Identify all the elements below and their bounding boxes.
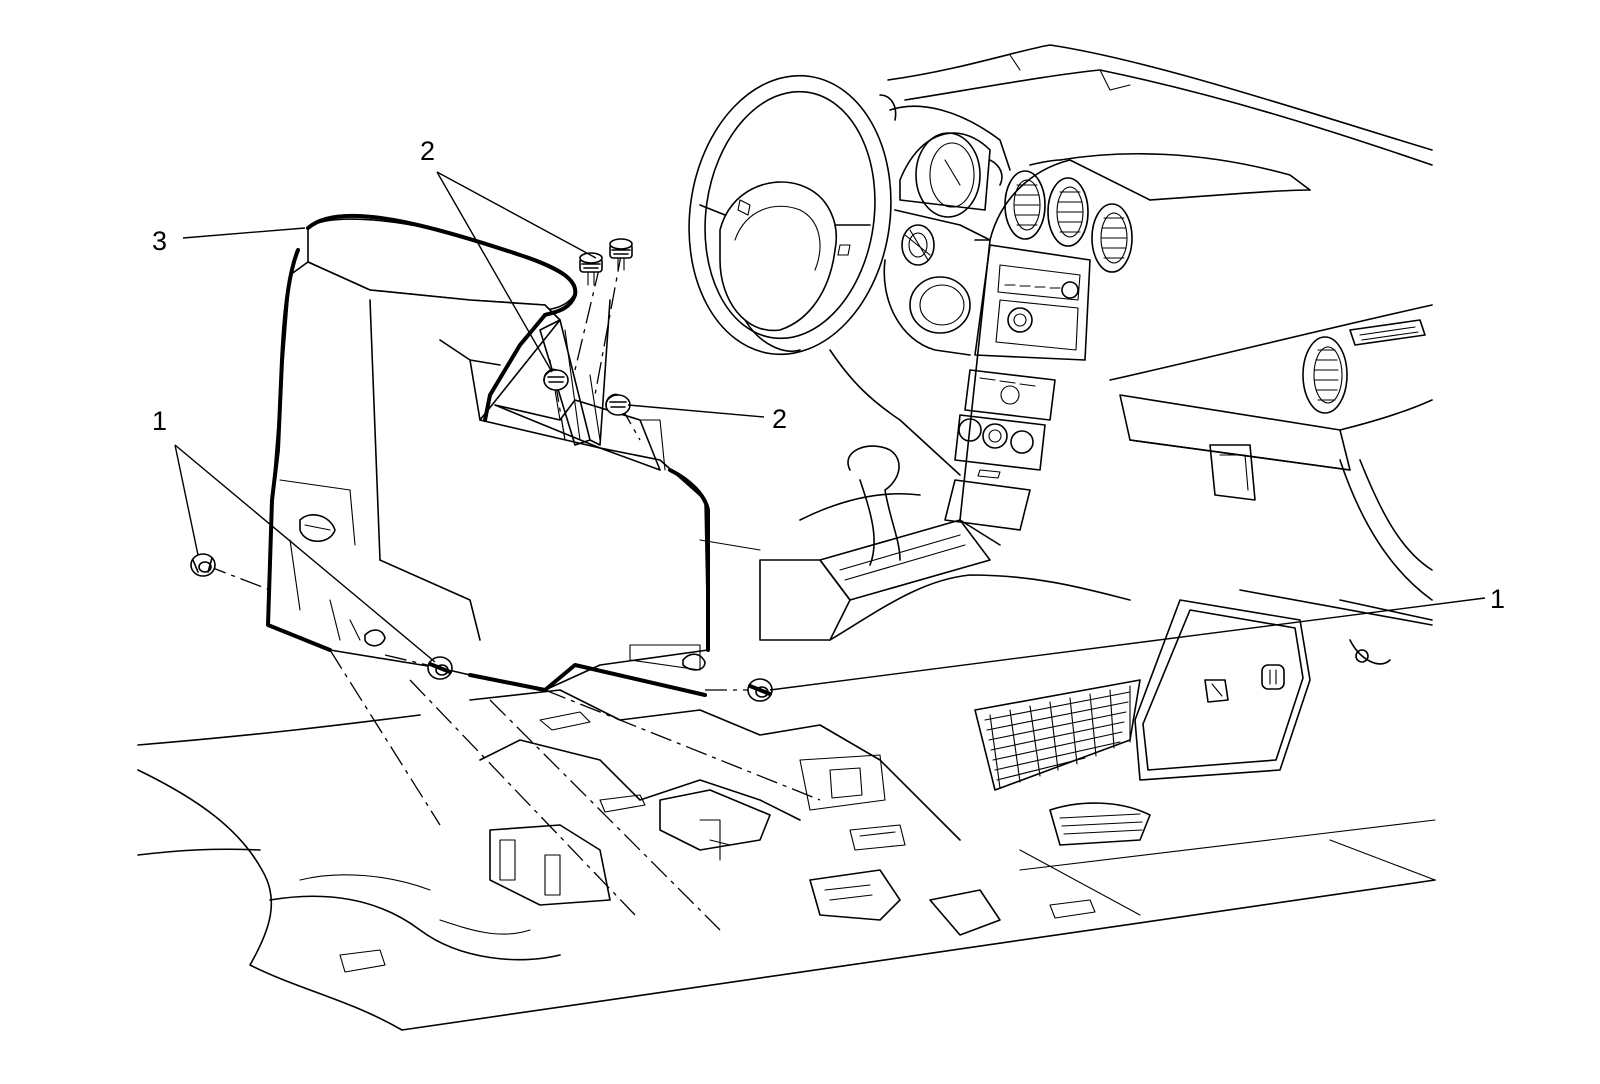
callout-1-right: 1 xyxy=(1490,584,1505,614)
floor-tunnel xyxy=(469,689,1001,936)
screw-2b-icon xyxy=(609,238,633,271)
steering-wheel xyxy=(688,74,897,356)
bolt-1c-icon xyxy=(747,678,773,702)
speaker-grille xyxy=(974,679,1141,791)
bolt-1b-icon xyxy=(427,656,453,680)
screw-2d-icon xyxy=(605,393,631,416)
fasteners xyxy=(190,238,773,702)
screw-2a-icon xyxy=(579,252,603,286)
callouts: 3 2 2 1 1 xyxy=(152,136,1505,614)
instrument-panel xyxy=(887,44,1433,846)
callout-2-right: 2 xyxy=(772,404,787,434)
screw-2c-icon xyxy=(543,368,569,391)
leader-lines xyxy=(174,171,1486,691)
callout-2-top: 2 xyxy=(420,136,435,166)
callout-1-left: 1 xyxy=(152,406,167,436)
install-lines xyxy=(204,249,821,931)
callout-3: 3 xyxy=(152,226,167,256)
floor-console xyxy=(266,213,761,697)
floor-pan xyxy=(137,714,1436,1031)
bolt-1a-icon xyxy=(190,553,216,577)
